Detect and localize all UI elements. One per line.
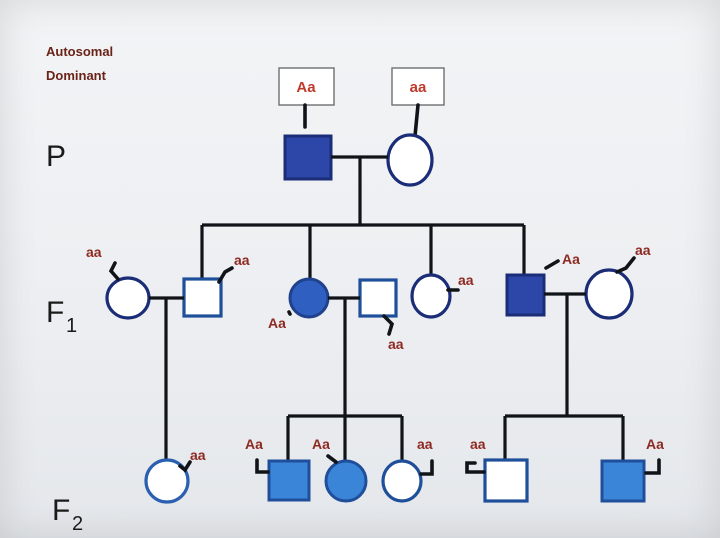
genotype-pointer-f2-daughter-affected: [326, 454, 338, 464]
genotype-f1-spouse-mid: aa: [388, 336, 404, 352]
genotype-box-p-mother: [391, 67, 445, 106]
genotype-f2-left-daughter: aa: [190, 447, 206, 463]
genotype-pointer-f1-daughter-affected: [287, 310, 292, 316]
genotype-pointer-f1-son-affected: [544, 259, 560, 270]
generation-label-f2-subscript: 2: [72, 513, 83, 535]
f2-left-daughter-unaffected-female: [144, 458, 190, 504]
generation-label-p: P: [46, 140, 66, 173]
genotype-pointer-f2-left-daughter: [178, 460, 192, 473]
genotype-pointer-f1-son-1: [217, 266, 234, 284]
genotype-pointer-f1-spouse-right: [615, 256, 636, 274]
genotype-p-father: Aa: [296, 79, 316, 96]
f1-daughter-2-unaffected-female: [410, 273, 452, 319]
f1-spouse-left-female: [105, 276, 151, 320]
genotype-pointer-f1-spouse-left: [108, 261, 120, 281]
p-mother-unaffected-female: [386, 133, 434, 187]
genotype-pointer-f1-spouse-mid: [382, 314, 395, 336]
f2-daughter-affected-female: [324, 459, 368, 503]
genotype-f2-son-affected-2: Aa: [646, 436, 664, 452]
genotype-f2-son-unaffected: aa: [470, 436, 486, 452]
genotype-f1-spouse-right: aa: [635, 242, 651, 258]
f1-spouse-mid-male: [358, 278, 398, 318]
genotype-f1-daughter-2: aa: [458, 272, 474, 288]
genotype-f1-spouse-left: aa: [86, 244, 102, 260]
genotype-f1-son-1: aa: [234, 252, 250, 268]
genotype-pointer-f2-son-affected-2: [644, 458, 661, 475]
f2-son-unaffected-male: [483, 458, 529, 503]
genotype-f1-daughter-affected: Aa: [268, 315, 286, 331]
f2-son-affected-2-male: [600, 459, 646, 503]
genotype-p-mother: aa: [410, 79, 427, 96]
f1-daughter-affected-female: [288, 277, 330, 319]
genotype-f1-son-affected: Aa: [562, 251, 580, 267]
title-line-1: Autosomal: [46, 44, 113, 59]
f2-daughter-unaffected-female: [381, 459, 423, 503]
genotype-f2-daughter-unaffected: aa: [417, 436, 433, 452]
f2-son-affected-male: [267, 459, 311, 502]
genotype-pointer-f2-daughter-unaffected: [419, 459, 434, 476]
generation-label-f1-subscript: 1: [66, 315, 77, 337]
genotype-pointer-p-mother: [413, 103, 420, 138]
title-line-2: Dominant: [46, 68, 107, 83]
f1-son-affected-male: [505, 273, 546, 317]
genotype-pointer-f2-son-affected: [255, 458, 270, 474]
p-father-affected-male: [283, 134, 333, 181]
f1-spouse-right-female: [584, 268, 634, 320]
genotype-f2-daughter-affected: Aa: [312, 436, 330, 452]
generation-label-f2: F: [52, 494, 70, 527]
generation-label-f1: F: [46, 296, 64, 329]
genotype-pointer-f2-son-unaffected: [465, 461, 486, 474]
f1-son-1-unaffected-male: [182, 277, 223, 318]
genotype-f2-son-affected: Aa: [245, 436, 263, 452]
genotype-box-p-father: [278, 67, 335, 106]
